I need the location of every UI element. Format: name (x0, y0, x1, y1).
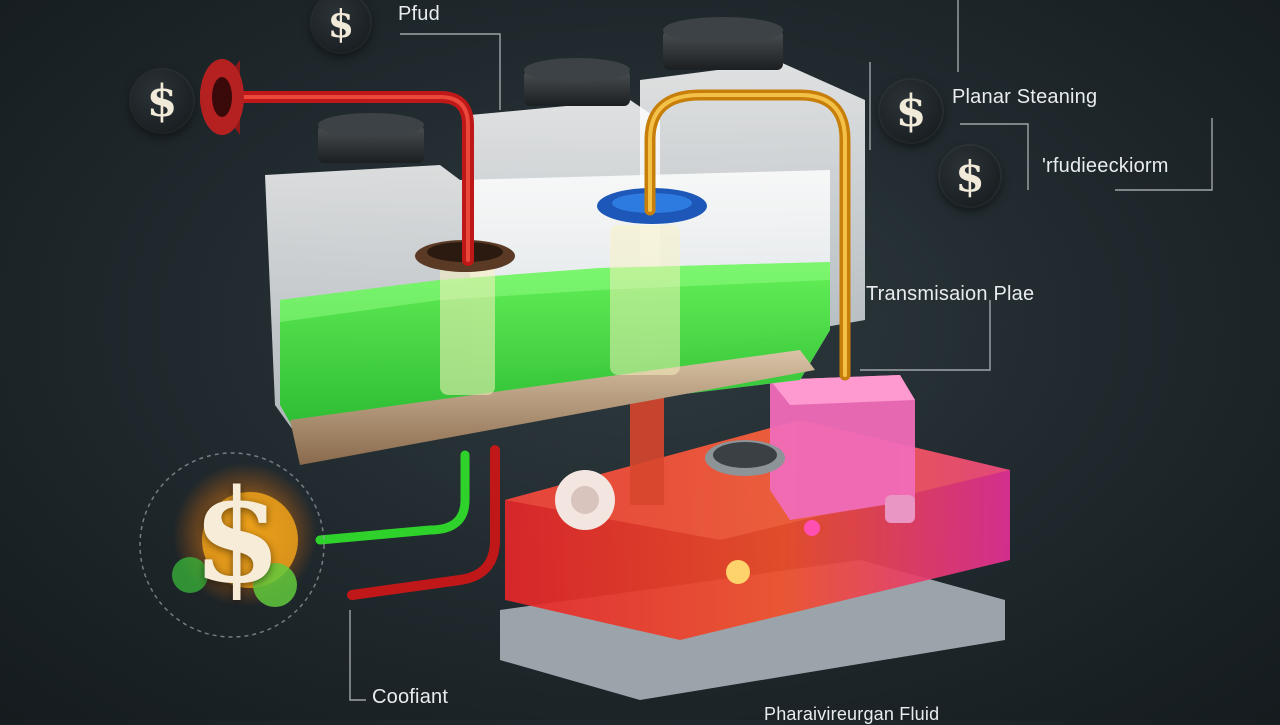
label-coolant: Coofiant (372, 686, 449, 708)
dollar-coin-icon: $ (312, 0, 370, 52)
leader-lines (349, 0, 1213, 701)
label-bottom: Pharaivireurgan Fluid (764, 704, 940, 724)
reservoir-post (630, 395, 664, 505)
dollar-coin-icon: $ (880, 80, 942, 142)
fluid-tanks (265, 17, 865, 465)
dollar-coin-icon: $ (131, 70, 193, 132)
label-fluid-top: Pfud (398, 3, 440, 25)
dollar-coin-icon: $ (940, 146, 1000, 206)
coolant-dollar-badge (139, 452, 325, 638)
label-misc: 'rfudieeckiorm (1042, 155, 1169, 177)
fluid-lines (229, 89, 851, 600)
label-power-steering: Planar Steaning (952, 86, 1098, 108)
dollar-coin-icon: $ (192, 462, 282, 612)
transmission-reservoir (500, 375, 1010, 700)
funnel (200, 59, 244, 135)
label-transmission: Transmisaion Plae (866, 283, 1035, 305)
